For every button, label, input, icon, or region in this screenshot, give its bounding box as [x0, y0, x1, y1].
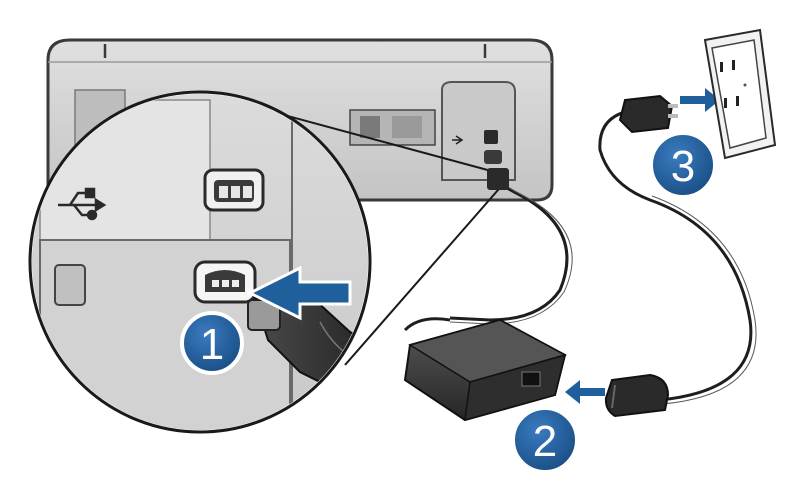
arrow-icon: [246, 265, 352, 321]
printer-end-plug: [487, 168, 509, 190]
step-number-3: 3: [671, 142, 695, 191]
power-port-icon: [193, 260, 257, 304]
step-number-2: 2: [533, 417, 557, 466]
step-number-1: 1: [200, 320, 224, 369]
step-badge-2: 2: [511, 406, 579, 474]
usb-icon: [58, 187, 107, 221]
power-adapter-icon: [403, 318, 567, 422]
step-badge-3: 3: [649, 131, 717, 199]
adapter-arrow-icon: [565, 380, 605, 404]
power-cord-icon: [598, 110, 757, 405]
wall-outlet-icon: [703, 28, 777, 160]
outlet-arrow-icon: [680, 88, 720, 112]
cord-wall-plug: [618, 94, 678, 134]
printer-usb-port: [203, 168, 265, 212]
step-badge-1: 1: [180, 311, 244, 375]
magnified-view: [28, 90, 372, 434]
power-cable-printer: [403, 180, 573, 332]
cord-adapter-plug: [604, 373, 670, 418]
